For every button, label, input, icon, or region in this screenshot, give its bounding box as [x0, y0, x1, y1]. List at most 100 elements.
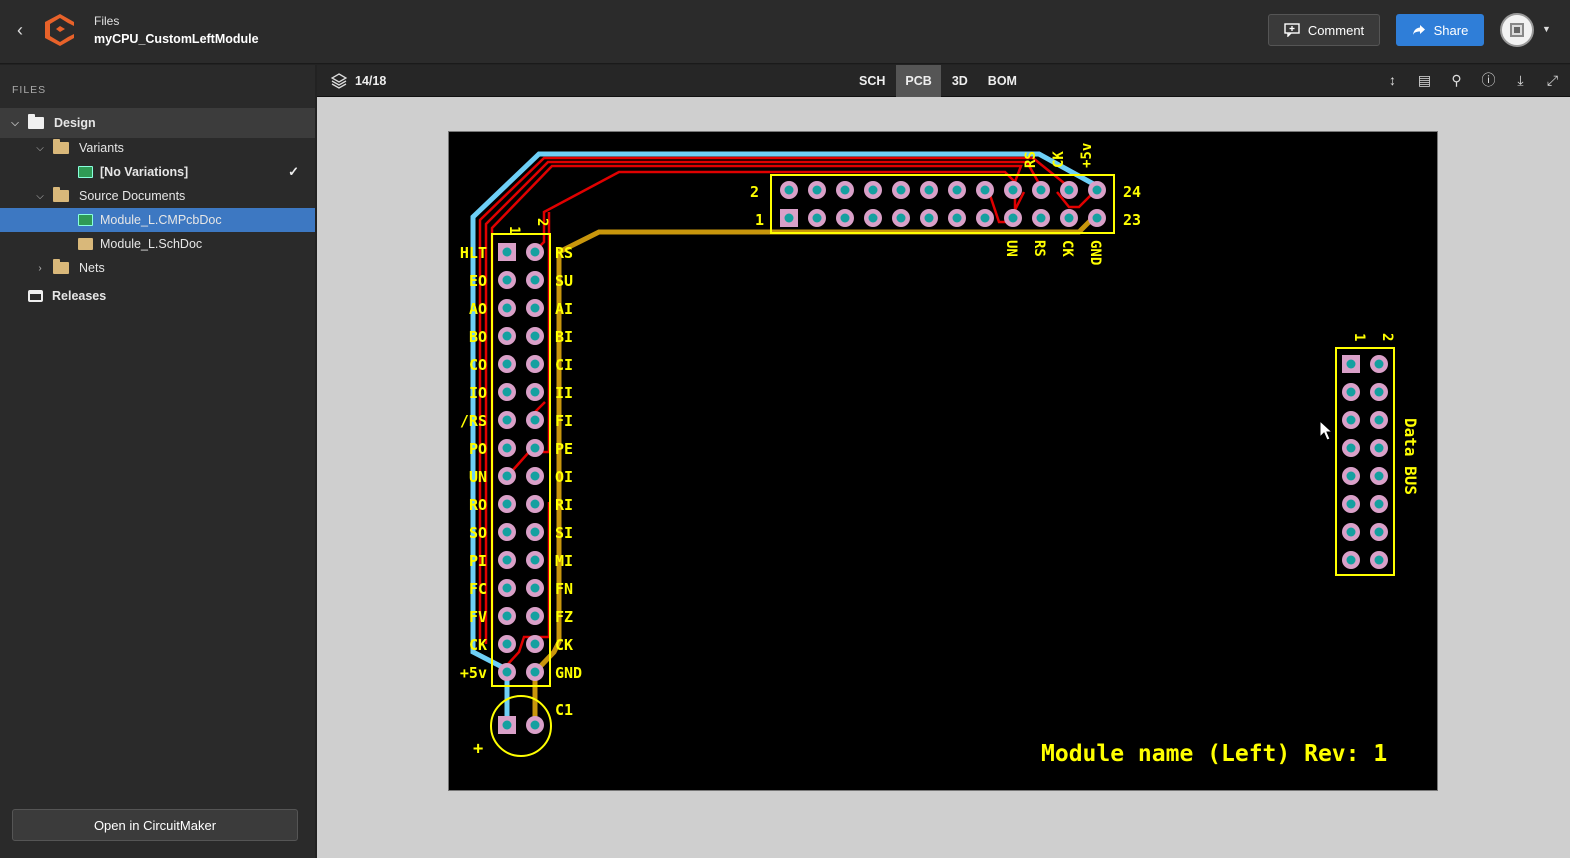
- left-pad-hole: [530, 527, 540, 537]
- avatar-caret-icon[interactable]: ▼: [1542, 24, 1551, 34]
- tab-pcb[interactable]: PCB: [896, 65, 941, 97]
- tab-sch[interactable]: SCH: [859, 74, 886, 88]
- tab-bom[interactable]: BOM: [987, 74, 1017, 88]
- chevron-down-icon[interactable]: ⌵: [11, 117, 19, 129]
- tree-item-variants[interactable]: ⌵ Variants: [0, 136, 315, 160]
- left-pad-hole: [530, 639, 540, 649]
- bus-pad-hole: [1346, 359, 1356, 369]
- top-pad-hole: [812, 185, 822, 195]
- top-pad-hole: [868, 213, 878, 223]
- tree-label-pcb-doc: Module_L.CMPcbDoc: [100, 213, 222, 227]
- user-avatar[interactable]: [1500, 13, 1534, 47]
- pcb-canvas[interactable]: 1 2 2 1 24 23 RS CK +5v UN RS CK GND 1 2…: [448, 131, 1438, 791]
- top-row-label-23: 23: [1123, 211, 1141, 229]
- silkscreen: 1 2 2 1 24 23 RS CK +5v UN RS CK GND 1 2…: [473, 143, 1420, 767]
- bus-pad-hole: [1374, 443, 1384, 453]
- chevron-down-icon[interactable]: ⌵: [36, 190, 44, 202]
- top-pad-hole: [924, 185, 934, 195]
- measure-icon[interactable]: ↕: [1389, 72, 1396, 88]
- top-pad-hole: [952, 213, 962, 223]
- chevron-right-icon[interactable]: ›: [38, 262, 42, 274]
- tree-item-source-documents[interactable]: ⌵ Source Documents: [0, 184, 315, 208]
- pcb-variant-icon: [78, 166, 93, 178]
- left-pad-hole: [530, 275, 540, 285]
- top-pad-hole: [1008, 213, 1018, 223]
- left-signal-label: PO: [469, 440, 487, 458]
- folder-icon: [53, 187, 69, 202]
- comment-button[interactable]: Comment: [1268, 14, 1380, 46]
- schematic-file-icon: [78, 238, 93, 250]
- left-signal-label: IO: [469, 384, 487, 402]
- back-chevron-icon[interactable]: ‹: [17, 20, 23, 40]
- tree-label-no-variations: [No Variations]: [100, 165, 189, 179]
- left-pad-hole: [530, 583, 540, 593]
- bus-pin-1-label: 1: [1351, 333, 1367, 341]
- left-pad-hole: [530, 471, 540, 481]
- bottom-copper-traces: [532, 212, 1099, 724]
- bus-pad-hole: [1374, 359, 1384, 369]
- share-button[interactable]: Share: [1396, 14, 1484, 46]
- data-bus-label: Data BUS: [1401, 418, 1420, 495]
- bus-pad-hole: [1374, 471, 1384, 481]
- bus-pad-hole: [1346, 415, 1356, 425]
- right-signal-label: AI: [555, 300, 573, 318]
- download-icon[interactable]: ⤓: [1517, 72, 1524, 88]
- tree-item-releases[interactable]: Releases: [0, 284, 315, 308]
- left-pad-hole: [502, 275, 512, 285]
- tree-item-nets[interactable]: › Nets: [0, 256, 315, 280]
- top-pad-hole: [924, 213, 934, 223]
- top-pad-hole: [1064, 185, 1074, 195]
- data-bus-pads: [1342, 355, 1388, 569]
- left-pad-hole: [530, 443, 540, 453]
- top-pad-hole: [1064, 213, 1074, 223]
- left-header-pads: [498, 243, 544, 681]
- left-signal-label: SO: [469, 524, 487, 542]
- top-pad-hole: [1092, 185, 1102, 195]
- layers-control[interactable]: 14/18: [331, 73, 386, 89]
- tree-item-no-variations[interactable]: [No Variations] ✓: [0, 160, 315, 184]
- left-signal-label: AO: [469, 300, 487, 318]
- comments-icon[interactable]: ▤: [1417, 72, 1432, 88]
- top-pad-hole: [1092, 213, 1102, 223]
- chevron-down-icon[interactable]: ⌵: [36, 142, 44, 154]
- top-bar: ‹ Files myCPU_CustomLeftModule Comment S…: [0, 0, 1570, 64]
- open-in-circuitmaker-button[interactable]: Open in CircuitMaker: [12, 809, 298, 841]
- left-pad-hole: [502, 331, 512, 341]
- tree-item-pcb-doc[interactable]: Module_L.CMPcbDoc: [0, 208, 315, 232]
- tree-label-releases: Releases: [52, 289, 107, 303]
- bus-pad-hole: [1374, 387, 1384, 397]
- tree-item-design[interactable]: ⌵ Design: [0, 108, 315, 138]
- top-pad-hole: [896, 213, 906, 223]
- fullscreen-icon[interactable]: ⤢: [1546, 72, 1559, 88]
- left-signal-label: FV: [469, 608, 487, 626]
- top-row-label-2: 2: [750, 183, 759, 201]
- folder-icon: [53, 139, 69, 154]
- left-pad-hole: [530, 667, 540, 677]
- right-signal-label: CK: [555, 636, 573, 654]
- tree-label-source-documents: Source Documents: [79, 189, 186, 203]
- right-signal-label: SI: [555, 524, 573, 542]
- search-icon[interactable]: ⚲: [1451, 72, 1462, 88]
- bus-pad-hole: [1374, 527, 1384, 537]
- left-pin-1-label: 1: [506, 226, 522, 234]
- left-signal-label: HLT: [460, 244, 487, 262]
- tab-3d[interactable]: 3D: [951, 74, 968, 88]
- info-icon[interactable]: ⓘ: [1481, 72, 1496, 88]
- left-pad-hole: [502, 639, 512, 649]
- left-signal-label: PI: [469, 552, 487, 570]
- left-pad-hole: [502, 583, 512, 593]
- capacitor-pad-hole: [502, 720, 512, 730]
- left-signal-label: UN: [469, 468, 487, 486]
- left-pad-hole: [502, 443, 512, 453]
- right-signal-label: CI: [555, 356, 573, 374]
- top-pad-hole: [840, 213, 850, 223]
- left-pad-hole: [502, 415, 512, 425]
- left-pad-hole: [530, 387, 540, 397]
- folder-icon: [53, 259, 69, 274]
- tree-item-sch-doc[interactable]: Module_L.SchDoc: [0, 232, 315, 256]
- top-pad-hole: [896, 185, 906, 195]
- left-pad-hole: [530, 611, 540, 621]
- capacitor-pad-hole: [530, 720, 540, 730]
- breadcrumb[interactable]: Files: [94, 14, 120, 28]
